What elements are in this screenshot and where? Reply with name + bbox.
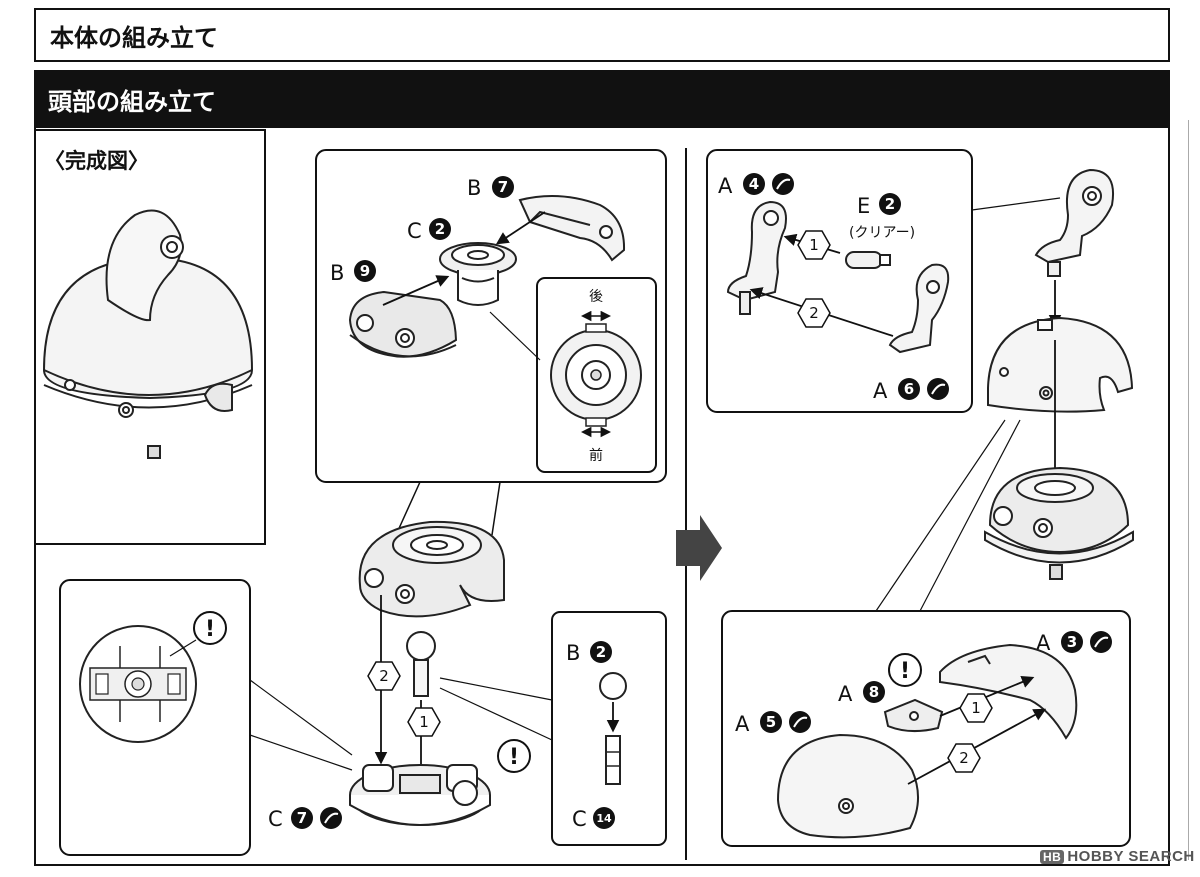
callout-upper-assembly: B 7 C 2 B 9 bbox=[315, 149, 667, 536]
svg-text:!: ! bbox=[900, 659, 910, 684]
part-b2-ball bbox=[599, 672, 627, 700]
svg-text:B: B bbox=[330, 261, 344, 285]
flow-arrow-icon bbox=[676, 515, 722, 581]
callout-shell-assembly: A 3 A 8 ! A 5 bbox=[721, 419, 1131, 847]
part-a4-antenna bbox=[726, 200, 787, 315]
svg-text:9: 9 bbox=[360, 262, 370, 280]
svg-text:6: 6 bbox=[904, 380, 914, 398]
part-e2-clear bbox=[845, 251, 891, 269]
svg-text:1: 1 bbox=[419, 713, 429, 731]
part-e2-note: (クリアー) bbox=[849, 225, 915, 241]
orientation-back-label: 後 bbox=[589, 289, 603, 305]
svg-text:E: E bbox=[857, 194, 870, 218]
svg-text:C: C bbox=[268, 807, 283, 831]
step-2-shell: 2 bbox=[947, 743, 981, 773]
caution-mark-a8: ! bbox=[888, 653, 922, 687]
svg-text:!: ! bbox=[509, 745, 519, 770]
step-2-middle: 2 bbox=[367, 661, 401, 691]
caution-mark-base: ! bbox=[497, 739, 531, 773]
arrow-b9-to-c2 bbox=[382, 275, 450, 306]
completed-head-illustration bbox=[42, 209, 254, 459]
svg-text:7: 7 bbox=[297, 809, 307, 827]
part-label-a6: A 6 bbox=[873, 378, 949, 403]
completed-view-panel: 〈完成図〉 bbox=[34, 129, 266, 545]
svg-text:A: A bbox=[873, 379, 888, 403]
part-antenna-assembled bbox=[1034, 168, 1114, 277]
part-head-top-assembled bbox=[358, 520, 505, 618]
step-1-middle: 1 bbox=[407, 707, 441, 737]
part-head-shell-right bbox=[987, 316, 1134, 413]
section-title: 本体の組み立て bbox=[34, 8, 1170, 62]
svg-text:14: 14 bbox=[596, 812, 612, 825]
arrow-b7-to-c2 bbox=[495, 211, 546, 245]
completed-view-label: 〈完成図〉 bbox=[44, 149, 149, 173]
callout-antenna-assembly: A 4 E 2 (クリアー) A 6 bbox=[706, 149, 1061, 413]
orientation-detail-box: 後 前 bbox=[489, 277, 657, 473]
svg-text:8: 8 bbox=[869, 683, 879, 701]
svg-text:A: A bbox=[1036, 631, 1051, 655]
watermark-badge: HB bbox=[1040, 850, 1065, 864]
part-label-e2: E 2 (クリアー) bbox=[849, 193, 915, 241]
svg-text:1: 1 bbox=[971, 699, 981, 717]
svg-text:3: 3 bbox=[1067, 633, 1077, 651]
svg-text:B: B bbox=[566, 641, 580, 665]
cut-gate-icon bbox=[320, 807, 342, 829]
svg-text:5: 5 bbox=[766, 713, 776, 731]
part-label-a3: A 3 bbox=[1036, 631, 1112, 655]
part-label-c14: C 14 bbox=[572, 807, 615, 831]
step-1-shell: 1 bbox=[959, 693, 993, 723]
page-edge-rule bbox=[1188, 120, 1189, 860]
part-label-a8: A 8 bbox=[838, 681, 885, 706]
svg-text:2: 2 bbox=[435, 220, 445, 238]
svg-text:2: 2 bbox=[959, 749, 969, 767]
svg-text:A: A bbox=[838, 682, 853, 706]
part-label-c7: C 7 bbox=[268, 807, 342, 831]
part-label-c2: C 2 bbox=[407, 218, 451, 243]
svg-text:2: 2 bbox=[596, 643, 606, 661]
svg-text:A: A bbox=[718, 174, 733, 198]
part-a3-shell bbox=[939, 643, 1078, 740]
subsection-title: 頭部の組み立て bbox=[34, 70, 1170, 128]
orientation-front-label: 前 bbox=[589, 447, 603, 464]
part-label-a4: A 4 bbox=[718, 173, 794, 198]
svg-text:1: 1 bbox=[809, 236, 819, 254]
svg-text:!: ! bbox=[205, 617, 215, 642]
svg-text:2: 2 bbox=[379, 667, 389, 685]
svg-text:7: 7 bbox=[498, 178, 508, 196]
svg-text:B: B bbox=[467, 176, 481, 200]
svg-text:C: C bbox=[572, 807, 587, 831]
part-a6-antenna bbox=[888, 263, 950, 354]
part-b9-front bbox=[348, 290, 458, 358]
svg-text:2: 2 bbox=[809, 304, 819, 322]
section-title-text: 本体の組み立て bbox=[50, 23, 218, 52]
part-head-base-right bbox=[984, 466, 1134, 580]
part-ball-joint bbox=[406, 631, 436, 697]
subsection-title-text: 頭部の組み立て bbox=[48, 87, 216, 116]
svg-text:2: 2 bbox=[885, 195, 895, 213]
part-c14-pin bbox=[605, 735, 621, 785]
svg-text:4: 4 bbox=[749, 175, 759, 193]
part-c2-ring bbox=[439, 242, 517, 306]
callout-ball-joint-parts: B 2 C 14 bbox=[439, 611, 667, 846]
part-label-b9: B 9 bbox=[330, 260, 376, 285]
caution-mark-underside: ! bbox=[193, 611, 227, 645]
part-c7-base bbox=[349, 764, 491, 826]
part-a8-plate bbox=[883, 698, 944, 732]
part-a5-shell bbox=[776, 733, 919, 839]
part-label-b2: B 2 bbox=[566, 641, 612, 665]
svg-text:C: C bbox=[407, 219, 422, 243]
watermark-text: HOBBY SEARCH bbox=[1067, 848, 1195, 865]
step-2-antenna: 2 bbox=[797, 298, 831, 328]
step-1-antenna: 1 bbox=[797, 230, 831, 260]
part-label-a5: A 5 bbox=[735, 711, 811, 736]
part-label-b7: B 7 bbox=[467, 176, 514, 200]
base-underside-detail bbox=[59, 579, 353, 856]
svg-text:A: A bbox=[735, 712, 750, 736]
